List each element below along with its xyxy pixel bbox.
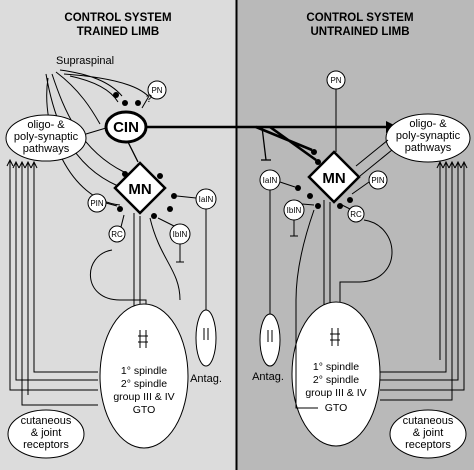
left-header-line1: CONTROL SYSTEM [64, 12, 171, 24]
right-muscle-line4: GTO [325, 402, 348, 414]
right-muscle-line2: 2° spindle [313, 374, 359, 386]
right-mn-synapse [337, 203, 343, 209]
right-afferent-arrows [436, 160, 468, 169]
right-antag-spindle-icon [267, 330, 273, 342]
right-antag-label: Antag. [252, 371, 284, 383]
right-rc-to-mn [341, 204, 351, 210]
left-iain-to-mn [176, 195, 197, 199]
right-ibin-label: IbIN [287, 206, 302, 215]
right-muscle [291, 301, 381, 447]
left-mn-synapse [167, 206, 173, 212]
left-muscle-line1: 1° spindle [121, 365, 167, 377]
left-pn-to-cin [141, 95, 150, 109]
left-pathways-line3: pathways [23, 143, 70, 155]
cin-to-right-iain [261, 126, 267, 161]
right-header-line1: CONTROL SYSTEM [306, 12, 413, 24]
right-pathways-line1: oligo- & [409, 118, 447, 130]
left-muscle [99, 303, 189, 449]
right-afferent-loop [295, 200, 393, 322]
left-pathways-line2: poly-synaptic [14, 131, 79, 143]
right-receptors-line1: cutaneous [403, 415, 454, 427]
right-ibin-to-mn [301, 203, 315, 206]
right-mn-node [307, 150, 361, 204]
right-afferent-lines [380, 162, 465, 401]
left-ibin-label: IbIN [173, 230, 188, 239]
left-muscle-line4: GTO [133, 404, 156, 416]
right-antag-muscle [259, 313, 281, 367]
right-mn-label: MN [322, 170, 345, 187]
right-rc-label: RC [350, 210, 362, 219]
left-mn-synapse [171, 193, 177, 199]
left-synapse-dot [135, 100, 141, 106]
right-receptors-ellipse [389, 409, 467, 459]
right-mn-synapse [315, 159, 321, 165]
left-rc-label: RC [111, 230, 123, 239]
right-header-line2: UNTRAINED LIMB [310, 26, 409, 38]
right-mn-synapse [295, 185, 301, 191]
left-receptors-line1: cutaneous [21, 415, 72, 427]
left-spindle-icon [138, 330, 148, 348]
left-afferent-loop [89, 213, 181, 320]
right-spindle-icon [330, 328, 340, 346]
right-pathways-line2: poly-synaptic [396, 130, 461, 142]
left-mn-label: MN [128, 181, 151, 198]
right-receptors-line3: receptors [405, 439, 451, 451]
left-mn-synapse [117, 206, 123, 212]
left-muscle-line3: group III & IV [113, 391, 174, 403]
left-pathways-ellipse [5, 114, 87, 162]
right-pin-label: PIN [371, 176, 385, 185]
right-mn-synapse [347, 197, 353, 203]
left-iain-label: IaIN [199, 195, 214, 204]
left-mn-synapse [122, 171, 128, 177]
right-pin-node [368, 170, 388, 190]
left-question-mark: ? [146, 93, 152, 105]
left-receptors-line2: & joint [31, 427, 62, 439]
right-pn-label: PN [330, 76, 341, 85]
left-pin-to-mn [105, 202, 118, 207]
right-iain-label: IaIN [263, 176, 278, 185]
right-mn-synapse [311, 149, 317, 155]
left-rc-to-mn [120, 214, 125, 228]
right-ibin-afferent [290, 220, 298, 237]
cin-to-left-mn [127, 141, 139, 163]
cin-to-right-mn [255, 125, 317, 162]
left-synapse-dot [122, 100, 128, 106]
left-pn-node [147, 80, 167, 100]
left-afferent-arrows [6, 158, 38, 169]
left-pn-label: PN [151, 86, 162, 95]
cin-label: CIN [113, 119, 139, 136]
right-iain-to-mn [279, 181, 296, 188]
right-muscle-line3: group III & IV [305, 387, 366, 399]
left-muscle-line2: 2° spindle [121, 378, 167, 390]
left-rc-node [108, 225, 126, 243]
left-pathways-line1: oligo- & [27, 119, 65, 131]
right-receptors-line2: & joint [413, 427, 444, 439]
cin-to-left-pathways [85, 127, 107, 135]
right-mn-synapse [307, 193, 313, 199]
right-gto-connection [295, 300, 318, 409]
left-ibin-to-mn [157, 217, 175, 227]
supraspinal-label: Supraspinal [56, 55, 114, 67]
left-mn-synapse [151, 213, 157, 219]
left-receptors-ellipse [7, 409, 85, 459]
right-pathways-line3: pathways [405, 142, 452, 154]
left-antag-label: Antag. [190, 373, 222, 385]
right-pathways-to-mn [355, 139, 393, 177]
left-ibin-afferent [176, 244, 184, 263]
left-antag-spindle-icon [203, 328, 209, 340]
right-pathways-ellipse [385, 113, 471, 163]
left-synapse-dot [113, 92, 119, 98]
left-afferent-lines [9, 160, 98, 406]
left-receptors-line3: receptors [23, 439, 69, 451]
right-muscle-line1: 1° spindle [313, 361, 359, 373]
left-pin-label: PIN [90, 199, 104, 208]
left-mn-synapse [157, 173, 163, 179]
right-rc-node [347, 205, 365, 223]
left-antag-muscle [195, 309, 217, 367]
right-mn-synapse [315, 203, 321, 209]
right-pin-to-mn [351, 181, 370, 195]
left-header-line2: TRAINED LIMB [77, 26, 159, 38]
